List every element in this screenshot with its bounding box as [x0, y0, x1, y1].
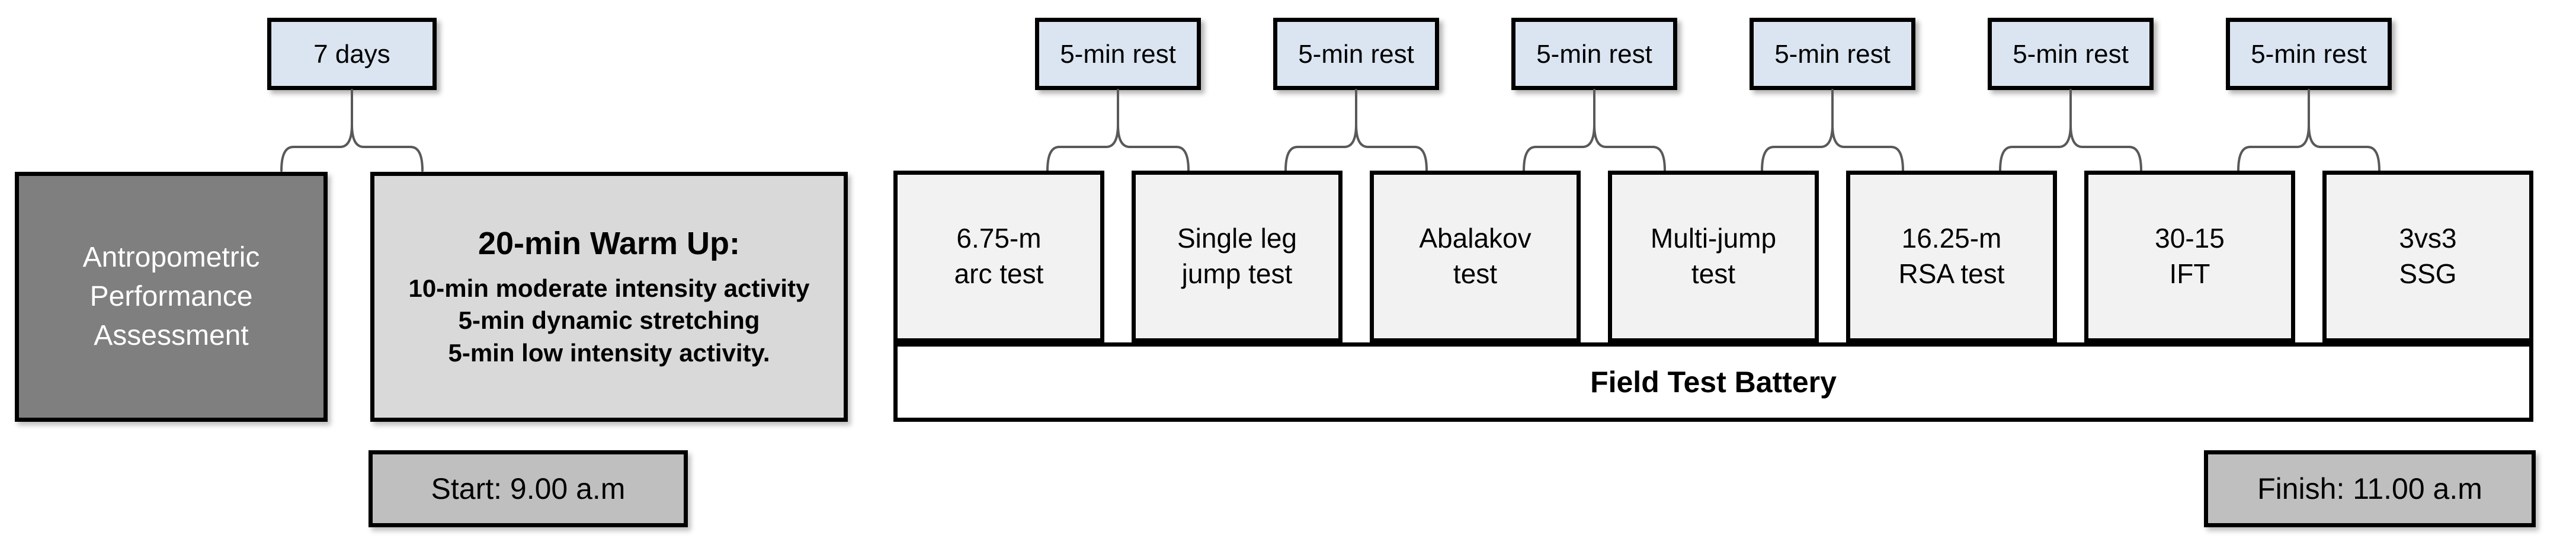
finish-time-box: Finish: 11.00 a.m	[2204, 450, 2536, 527]
field-test-battery-label: Field Test Battery	[1590, 365, 1837, 399]
brace-connector	[1523, 89, 1666, 172]
test-label-line: jump test	[1181, 258, 1293, 289]
test-label-line: Single leg	[1177, 223, 1297, 254]
assessment-line: Antropometric	[82, 241, 260, 273]
rest-label: 5-min rest	[2013, 39, 2129, 69]
test-box-single-leg-jump: Single leg jump test	[1132, 171, 1343, 342]
start-time-label: Start: 9.00 a.m	[431, 472, 626, 505]
test-label-line: Abalakov	[1419, 223, 1531, 254]
rest-box-5: 5-min rest	[1988, 18, 2154, 90]
rest-box-6: 5-min rest	[2226, 18, 2392, 90]
test-label-line: 3vs3	[2399, 223, 2457, 254]
interval-box: 7 days	[267, 18, 437, 90]
test-label-line: 6.75-m	[956, 223, 1042, 254]
brace-connector	[1284, 89, 1428, 172]
field-test-battery-bar: Field Test Battery	[893, 342, 2533, 422]
test-label-line: RSA test	[1898, 258, 2005, 289]
assessment-line: Assessment	[94, 320, 249, 352]
warmup-line: 5-min dynamic stretching	[458, 306, 760, 335]
test-label-line: SSG	[2399, 258, 2457, 289]
anthropometric-assessment-box: Antropometric Performance Assessment	[15, 172, 328, 422]
warmup-title: 20-min Warm Up:	[478, 226, 741, 262]
finish-time-label: Finish: 11.00 a.m	[2257, 472, 2482, 505]
test-box-3vs3-ssg: 3vs3 SSG	[2322, 171, 2533, 342]
test-box-abalakov: Abalakov test	[1370, 171, 1581, 342]
brace-connector	[1046, 89, 1190, 172]
test-label-line: test	[1453, 258, 1498, 289]
rest-box-2: 5-min rest	[1273, 18, 1439, 90]
assessment-line: Performance	[89, 280, 253, 312]
warmup-line: 10-min moderate intensity activity	[408, 274, 810, 302]
rest-label: 5-min rest	[1536, 39, 1652, 69]
test-box-multi-jump: Multi-jump test	[1608, 171, 1819, 342]
rest-box-1: 5-min rest	[1035, 18, 1201, 90]
brace-connector	[1999, 89, 2142, 172]
brace-connector	[2237, 89, 2380, 172]
test-box-rsa: 16.25-m RSA test	[1846, 171, 2057, 342]
test-label-line: 16.25-m	[1901, 223, 2002, 254]
test-label-line: 30-15	[2155, 223, 2225, 254]
rest-label: 5-min rest	[1298, 39, 1414, 69]
rest-label: 5-min rest	[1774, 39, 1891, 69]
brace-connector	[280, 89, 424, 172]
warmup-box: 20-min Warm Up: 10-min moderate intensit…	[370, 172, 848, 422]
rest-label: 5-min rest	[1060, 39, 1176, 69]
test-label-line: Multi-jump	[1650, 223, 1777, 254]
test-label-line: arc test	[954, 258, 1044, 289]
rest-label: 5-min rest	[2251, 39, 2367, 69]
rest-box-3: 5-min rest	[1511, 18, 1677, 90]
start-time-box: Start: 9.00 a.m	[369, 450, 688, 527]
test-box-30-15-ift: 30-15 IFT	[2084, 171, 2295, 342]
rest-box-4: 5-min rest	[1750, 18, 1915, 90]
brace-connector	[1761, 89, 1904, 172]
warmup-line: 5-min low intensity activity.	[448, 339, 770, 367]
test-label-line: test	[1691, 258, 1736, 289]
test-box-arc-test: 6.75-m arc test	[893, 171, 1104, 342]
interval-label: 7 days	[313, 39, 390, 69]
test-label-line: IFT	[2169, 258, 2210, 289]
